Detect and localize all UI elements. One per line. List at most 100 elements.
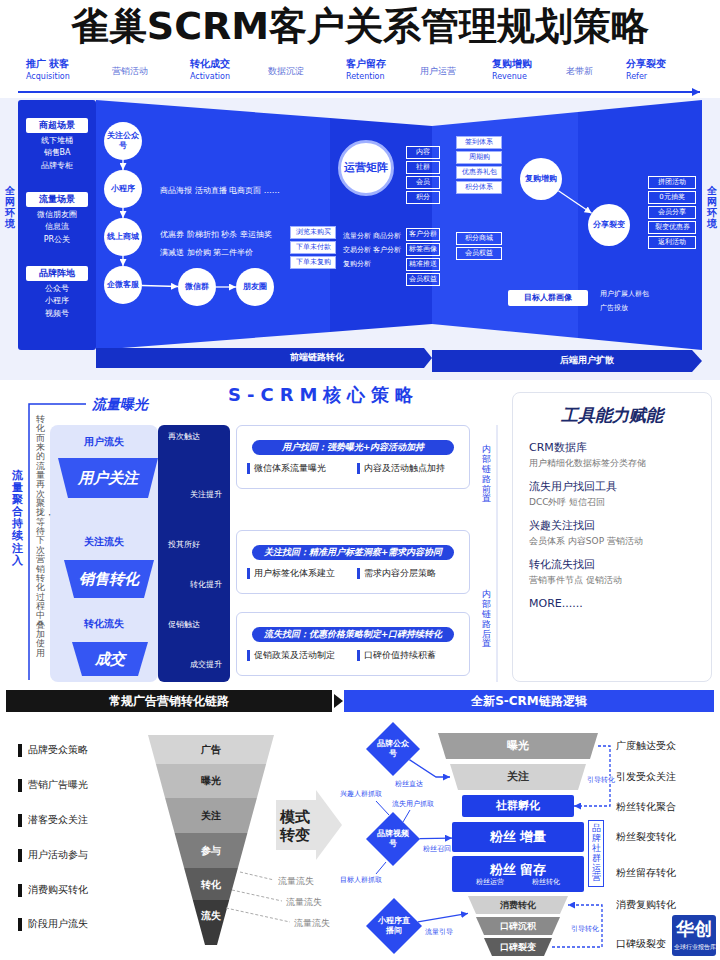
node-text: 签到体系 — [465, 138, 493, 146]
node-text: 消费转化 — [500, 900, 536, 911]
section-header: 常规广告营销转化链路 — [6, 690, 332, 712]
annotation-label: Retention — [346, 72, 385, 82]
node-text: 工具能力赋能 — [561, 405, 663, 425]
node-text: 目标人群画像 — [524, 293, 572, 303]
annotation-label: 消费购买转化 — [28, 884, 88, 896]
node-text: 流量场景 — [26, 192, 88, 207]
annotation-label: 消费复购转化 — [616, 899, 676, 911]
funnel-band — [148, 735, 274, 764]
tag-box: 会员权益 — [406, 273, 440, 286]
touchpoint-circle: 复购增购 — [520, 158, 562, 200]
annotation-label: 转化 — [201, 879, 221, 891]
node-outline-shape — [366, 722, 420, 776]
annotation-label: 华创 — [676, 918, 712, 940]
annotation-label: 流量聚合持续注入 — [12, 470, 23, 567]
node-text: 客户分群 — [409, 230, 437, 238]
annotation-label: 转化成交 — [190, 58, 230, 70]
channel-diamond: 品牌公众号 — [366, 722, 420, 776]
chain-band: 关注 — [450, 764, 586, 790]
annotation-label: 关注流失 — [84, 536, 124, 548]
chain-band: 消费转化 — [468, 896, 568, 914]
node-text: 曝光 — [507, 739, 529, 752]
back-band-arrow — [432, 350, 702, 372]
chain-band: 口碑沉积 — [476, 917, 560, 935]
annotation-label: 广度触达受众 — [616, 740, 676, 752]
annotation-label: Acquisition — [26, 72, 70, 82]
node-text: 口碑裂变 — [500, 942, 536, 953]
node-text: 小程序 — [111, 184, 135, 194]
node-text: 信息流 — [45, 222, 69, 232]
connector — [216, 286, 236, 287]
edge-label: 引导转化 — [570, 925, 600, 933]
channel-diamond: 小程序直播间 — [366, 898, 422, 954]
edge-label: 流量引导 — [424, 928, 454, 936]
touchpoint-circle: 企微客服 — [104, 266, 142, 304]
node-text: 全新S-CRM链路逻辑 — [471, 694, 587, 708]
annotation-label: 流失用户抓取 — [392, 800, 434, 808]
list-bar — [18, 918, 22, 931]
annotation-label: 全球行业报告库 — [674, 943, 716, 950]
node-text: 复购增购 — [525, 174, 557, 184]
annotation-label: 口碑级裂变 — [616, 938, 666, 950]
annotation-label: 交易分析 — [343, 246, 371, 254]
annotation-label: 复购增购 — [492, 58, 532, 70]
funnel-band: 用户关注 — [58, 458, 158, 498]
node-text: 关注 — [507, 770, 529, 783]
node-text: 优惠券礼包 — [462, 168, 497, 176]
annotation-label: 全网环境 — [707, 185, 717, 229]
annotation-label: 品牌受众策略 — [28, 744, 88, 756]
node-text: 朋友圈 — [243, 282, 267, 292]
node-text: 用户找回：强势曝光+内容活动加持 — [252, 440, 454, 455]
annotation-label: 促销触达 — [168, 620, 200, 630]
tag-box: 0元抽奖 — [648, 191, 696, 204]
node-text: 微信朋友圈 — [37, 210, 77, 220]
tag-box: 周期购 — [456, 151, 502, 164]
annotation-label: 满减送 加价购 第二件半价 — [160, 248, 253, 258]
panel-far — [578, 100, 702, 350]
tag-box: 签到体系 — [456, 136, 502, 149]
connector — [122, 160, 123, 170]
node-text: 社群 — [416, 163, 430, 171]
node-text: 裂变优惠券 — [655, 223, 690, 231]
tag-box: 会员分享 — [648, 206, 696, 219]
annotation-label: S-CRM核心策略 — [228, 384, 419, 406]
annotation-label: 曝光 — [201, 775, 221, 787]
node-text: 下单未付款 — [296, 243, 331, 251]
node-text: 返利活动 — [658, 238, 686, 246]
node-text: 兴趣关注找回 — [529, 519, 595, 532]
capture-leader — [376, 862, 386, 874]
connector — [420, 837, 452, 839]
node-outline-shape — [476, 917, 560, 935]
node-text: 会员 — [416, 178, 430, 186]
node-text: 销售转化 — [79, 570, 139, 588]
node-text: DCC外呼 短信召回 — [529, 497, 605, 508]
node-text: 粉丝转化 — [518, 878, 574, 886]
panel-middle — [330, 118, 432, 332]
node-text: 线下堆桶 — [41, 136, 73, 146]
annotation-label: 用户活动参与 — [28, 849, 88, 861]
edge-label: 粉丝召回 — [422, 845, 452, 853]
node-text: 流失用户找回工具 — [529, 480, 617, 493]
node-text: 精准推送 — [409, 260, 437, 268]
node-text: 内容及活动触点加持 — [357, 463, 458, 474]
node-text: 成交 — [95, 650, 125, 668]
touchpoint-circle: 微信群 — [178, 268, 216, 306]
tag-box: 积分体系 — [456, 181, 502, 194]
touchpoint-circle: 朋友圈 — [236, 268, 274, 306]
node-text: 微信体系流量曝光 — [247, 463, 348, 474]
funnel-band — [156, 764, 266, 798]
annotation-label: 后端用户扩散 — [560, 355, 614, 366]
node-text: 销售BA — [44, 148, 71, 158]
node-outline-shape — [468, 896, 568, 914]
annotation-label: 用户扩展人群包 — [600, 290, 649, 298]
node-text: 流失找回：优惠价格策略制定+口碑持续转化 — [252, 627, 454, 642]
node-text: 常规广告营销转化链路 — [109, 694, 229, 708]
node-text: 会员权益 — [409, 275, 437, 283]
chain-band: 口碑裂变 — [484, 938, 552, 956]
node-text: 会员权益 — [465, 249, 493, 257]
capture-leader — [376, 801, 389, 815]
annotation-label: 流量分析 — [343, 232, 371, 240]
node-text: 积分 — [416, 193, 430, 201]
front-band-arrow — [96, 348, 432, 368]
node-text: 品牌社群运营 — [592, 824, 601, 883]
